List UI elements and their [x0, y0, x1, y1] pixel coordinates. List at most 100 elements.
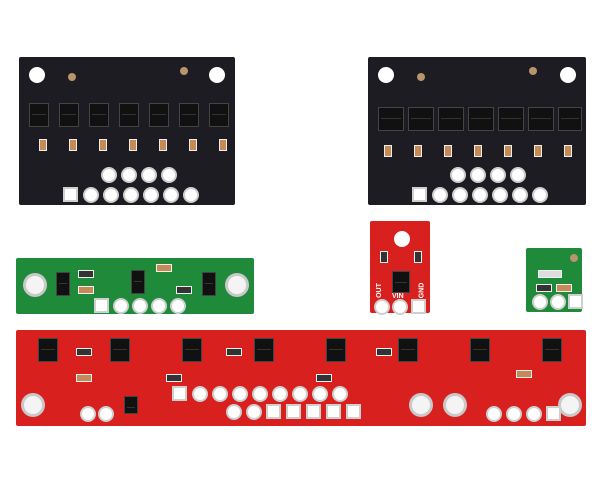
via	[417, 73, 425, 81]
ir-sensor	[182, 338, 202, 362]
header-pin	[254, 388, 266, 400]
ir-sensor	[89, 103, 109, 127]
ir-sensor	[542, 338, 562, 362]
mounting-hole	[446, 396, 464, 414]
ir-sensor	[254, 338, 274, 362]
resistor	[176, 286, 192, 294]
green-3-sensor-board	[16, 258, 254, 314]
sensor	[538, 270, 562, 278]
ir-sensor	[131, 270, 145, 294]
resistor	[380, 251, 388, 263]
header-pin	[165, 189, 177, 201]
header-pin	[512, 169, 524, 181]
black-7-sensor-board-left	[19, 57, 235, 205]
header-pin	[328, 406, 339, 417]
header-pin	[413, 301, 424, 312]
header-pin	[474, 189, 486, 201]
header-pin	[488, 408, 500, 420]
header-pin	[153, 300, 165, 312]
header-pin	[294, 388, 306, 400]
header-pin	[125, 189, 137, 201]
header-pin	[234, 388, 246, 400]
header-pin	[248, 406, 260, 418]
header-pin	[65, 189, 76, 200]
header-pin	[534, 189, 546, 201]
header-pin	[100, 408, 112, 420]
via	[529, 67, 537, 75]
header-pin	[214, 388, 226, 400]
header-pin	[123, 169, 135, 181]
resistor	[564, 145, 572, 157]
header-pin	[452, 169, 464, 181]
header-pin	[348, 406, 359, 417]
green-1-sensor-board	[526, 248, 582, 312]
resistor	[78, 270, 94, 278]
mounting-hole	[394, 231, 410, 247]
header-pin	[96, 300, 107, 311]
via	[570, 254, 578, 262]
ir-sensor	[398, 338, 418, 362]
ir-sensor	[56, 272, 70, 296]
resistor	[166, 374, 182, 382]
resistor	[76, 374, 92, 382]
header-pin	[314, 388, 326, 400]
ir-sensor-pair	[378, 107, 404, 131]
ir-sensor-pair	[438, 107, 464, 131]
header-pin	[528, 408, 540, 420]
resistor	[534, 145, 542, 157]
header-pin	[570, 296, 581, 307]
header-pin	[115, 300, 127, 312]
header-pin	[172, 300, 184, 312]
resistor	[78, 286, 94, 294]
header-pin	[552, 296, 564, 308]
header-pin	[185, 189, 197, 201]
header-pin	[163, 169, 175, 181]
header-pin	[268, 406, 279, 417]
vin-label: VIN	[392, 293, 404, 300]
header-pin	[103, 169, 115, 181]
via	[180, 67, 188, 75]
header-pin	[105, 189, 117, 201]
header-pin	[434, 189, 446, 201]
resistor	[156, 264, 172, 272]
ir-sensor-pair	[408, 107, 434, 131]
header-pin	[82, 408, 94, 420]
header-pin	[394, 301, 406, 313]
ir-sensor	[149, 103, 169, 127]
black-7-sensor-board-right	[368, 57, 586, 205]
header-pin	[548, 408, 559, 419]
ir-sensor	[179, 103, 199, 127]
resistor	[189, 139, 197, 151]
ir-sensor	[59, 103, 79, 127]
resistor	[474, 145, 482, 157]
mounting-hole	[29, 67, 45, 83]
resistor	[536, 284, 552, 292]
mounting-hole	[560, 67, 576, 83]
header-pin	[492, 169, 504, 181]
resistor	[556, 284, 572, 292]
mounting-hole	[561, 396, 579, 414]
header-pin	[376, 301, 388, 313]
header-pin	[472, 169, 484, 181]
transistor	[124, 396, 138, 414]
header-pin	[143, 169, 155, 181]
resistor	[219, 139, 227, 151]
resistor	[516, 370, 532, 378]
header-pin	[288, 406, 299, 417]
ir-sensor	[392, 271, 410, 293]
header-pin	[174, 388, 185, 399]
red-1-sensor-board: OUT VIN GND	[370, 221, 430, 313]
resistor	[504, 145, 512, 157]
ir-sensor	[470, 338, 490, 362]
resistor	[376, 348, 392, 356]
header-pin	[308, 406, 319, 417]
resistor	[99, 139, 107, 151]
ir-sensor	[38, 338, 58, 362]
resistor	[39, 139, 47, 151]
ir-sensor-pair	[468, 107, 494, 131]
header-pin	[508, 408, 520, 420]
gnd-label: GND	[418, 282, 426, 299]
mounting-hole	[378, 67, 394, 83]
resistor	[159, 139, 167, 151]
ir-sensor-pair	[528, 107, 554, 131]
